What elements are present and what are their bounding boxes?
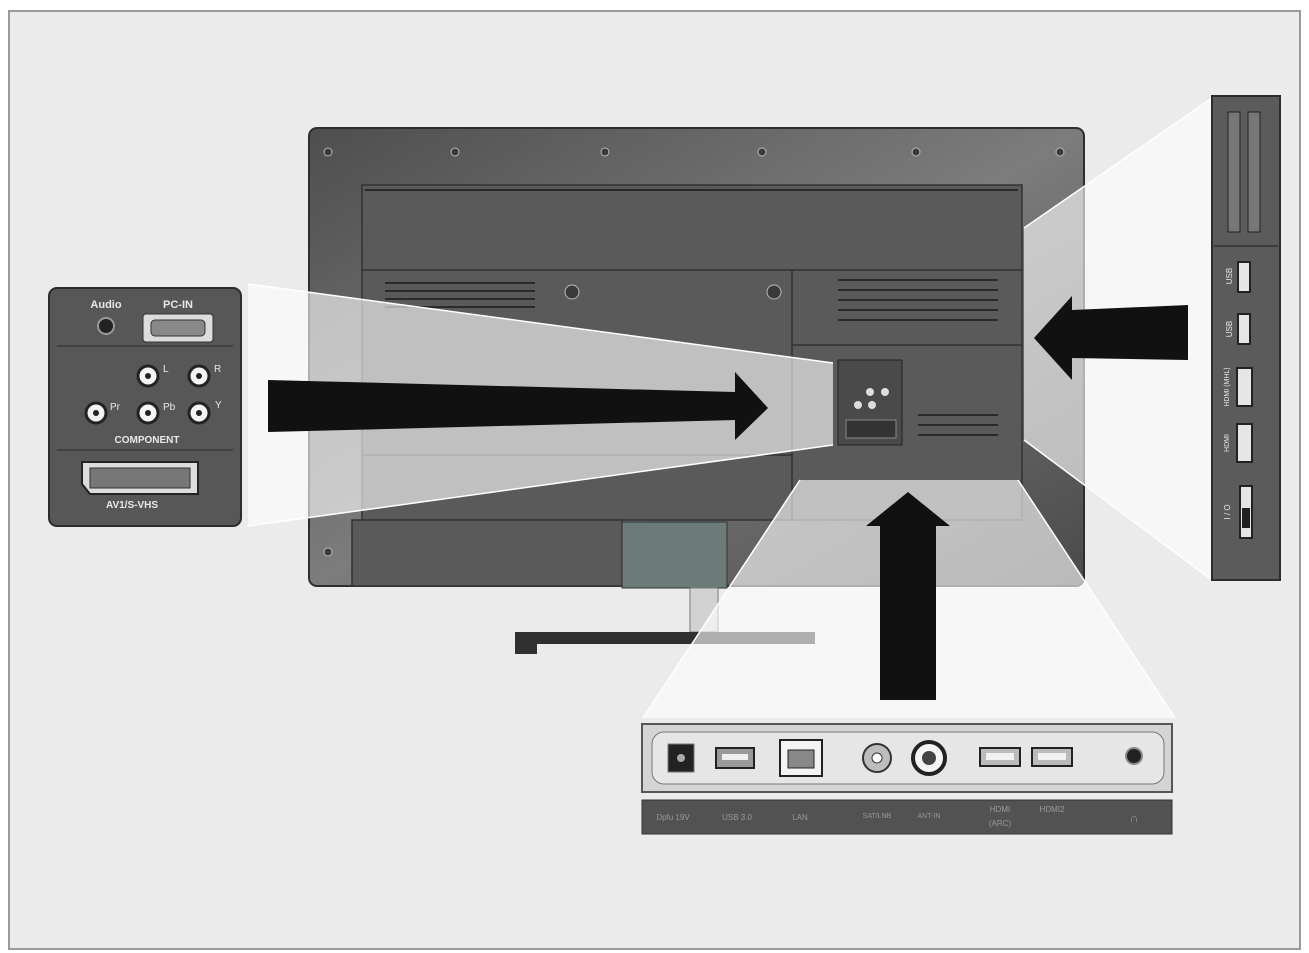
headphone-jack[interactable] (1125, 747, 1143, 765)
lan-port[interactable] (779, 739, 823, 777)
pcin-label: PC-IN (163, 299, 193, 311)
r-label: R (214, 364, 221, 375)
component-label: COMPONENT (115, 435, 180, 446)
usb-port-2[interactable] (1237, 313, 1251, 345)
audio-label: Audio (90, 299, 121, 311)
hdmi-port-a[interactable] (1236, 367, 1253, 407)
lan-label: LAN (792, 813, 808, 822)
bottom-label-strip (641, 799, 1173, 835)
pr-label: Pr (110, 402, 121, 413)
satellite-label: SAT/LNB (863, 813, 892, 820)
bottom-connector-panel: Dpfu 19V USB 3.0 LAN SAT/LNB ANT-IN HDMI… (641, 723, 1173, 835)
screw-holes (323, 147, 1065, 571)
hdmi2-label: HDMI2 (1040, 805, 1065, 814)
stand-neck (621, 521, 728, 589)
pb-label: Pb (163, 402, 176, 413)
left-arrow[interactable] (268, 372, 768, 440)
right-arrow[interactable] (1034, 296, 1188, 380)
scart-label: AV1/S-VHS (106, 500, 158, 511)
left-connector-panel: Audio PC-IN L R Pr Pb Y COMPONENT AV1/S-… (48, 287, 242, 527)
ci-card-slots[interactable] (1227, 111, 1261, 233)
usb3-label: USB 3.0 (722, 813, 752, 822)
rear-connector-block (837, 359, 903, 446)
dc-label: Dpfu 19V (656, 813, 690, 822)
switch-label: I / O (1223, 504, 1232, 519)
y-label: Y (215, 400, 222, 411)
hdmi-port-b[interactable] (1236, 423, 1253, 463)
hdmi-arc-sublabel: (ARC) (989, 819, 1012, 828)
bottom-arrow[interactable] (866, 492, 950, 700)
hdmi-label-a: HDMI (MHL) (1224, 367, 1231, 406)
vent-grille (365, 189, 1018, 436)
l-label: L (163, 364, 169, 375)
headphone-icon: ∩ (1130, 811, 1139, 825)
usb2-label: USB (1225, 321, 1234, 337)
usb-port-1[interactable] (1237, 261, 1251, 293)
antenna-label: ANT-IN (918, 813, 941, 820)
audio-jack[interactable] (97, 317, 115, 335)
usb1-label: USB (1225, 268, 1234, 284)
hdmi-arc-label: HDMI (990, 805, 1010, 814)
right-connector-panel: USB USB HDMI (MHL) HDMI I / O (1211, 95, 1281, 581)
hdmi-label-b: HDMI (1224, 434, 1231, 452)
